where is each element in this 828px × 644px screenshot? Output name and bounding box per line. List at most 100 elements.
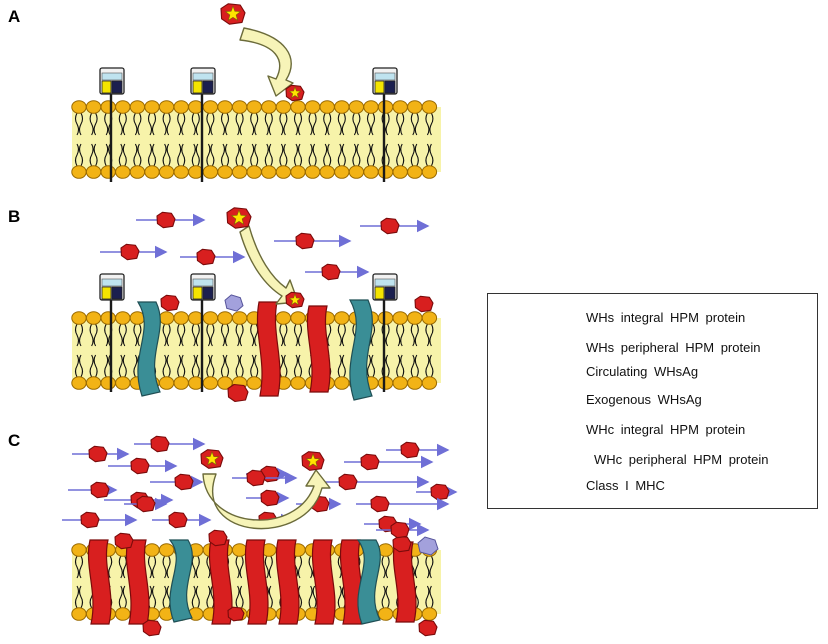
lipid-head	[71, 165, 87, 179]
lipid-tail	[177, 112, 186, 136]
lipid-tail	[425, 585, 434, 609]
lipid-tail	[147, 555, 157, 579]
mhc-alpha	[101, 286, 112, 300]
lipid-tail	[162, 354, 171, 378]
lipid-head	[173, 165, 189, 179]
lipid-head	[319, 165, 335, 179]
lipid-head	[100, 311, 116, 325]
lipid-head	[85, 311, 102, 325]
lipid-tail	[337, 323, 346, 347]
circulating-whsag	[72, 445, 130, 463]
lipid-head	[392, 100, 408, 114]
lipid-head	[231, 311, 248, 325]
lipid-head	[115, 165, 131, 179]
mhc-alpha	[101, 80, 112, 94]
legend-label-wh-integral: WHs integral HPM protein	[586, 310, 746, 325]
lipid-tail	[162, 112, 171, 136]
lipid-head	[377, 165, 394, 179]
mhc-groove	[374, 278, 396, 287]
whc-integral-protein	[168, 539, 193, 623]
lipid-head	[407, 165, 423, 179]
lipid-tail	[425, 354, 434, 378]
lipid-tail	[293, 354, 303, 378]
lipid-head	[115, 607, 131, 621]
lipid-head	[144, 165, 160, 179]
circulating-blob	[136, 495, 156, 513]
circulating-whsag	[360, 217, 430, 235]
exogenous-whsag	[226, 207, 252, 229]
lipid-head	[363, 100, 379, 114]
mhc-alpha	[374, 286, 385, 300]
circulating-whsag	[62, 511, 138, 529]
wh-peripheral-protein	[142, 619, 162, 637]
wh-peripheral-protein	[414, 295, 434, 313]
circulating-blob	[150, 435, 170, 453]
mhc-groove	[101, 72, 123, 81]
lipid-tail	[279, 323, 288, 347]
circulating-blob	[174, 473, 194, 491]
lipid-head	[144, 100, 160, 114]
lipid-head	[421, 100, 438, 114]
lipid-tail	[162, 323, 171, 347]
mhc-beta	[384, 286, 396, 300]
lipid-tail	[352, 143, 361, 167]
lipid-tail	[366, 112, 376, 136]
mhc-alpha	[192, 286, 203, 300]
whc-peripheral-protein	[417, 536, 439, 556]
wh-integral-protein	[275, 539, 300, 625]
lipid-head	[261, 100, 277, 114]
wh-peripheral-protein	[418, 619, 438, 637]
lipid-head	[115, 311, 131, 325]
lipid-head	[129, 165, 146, 179]
star-icon	[288, 86, 302, 99]
lipid-head	[275, 311, 292, 325]
legend-label-exogenous: Exogenous WHsAg	[586, 392, 702, 407]
lipid-head	[348, 100, 365, 114]
lipid-head	[115, 100, 131, 114]
lipid-tail	[118, 143, 127, 167]
lipid-head	[173, 100, 189, 114]
mhc-alpha	[374, 80, 385, 94]
lipid-head	[290, 376, 306, 390]
legend-label-whc-peripheral: WHc peripheral HPM protein	[594, 452, 769, 467]
lipid-tail	[235, 112, 244, 136]
lipid-tail	[410, 112, 419, 136]
lipid-tail	[293, 112, 303, 136]
lipid-tail	[381, 585, 390, 609]
circulating-blob	[390, 521, 410, 539]
mhc-beta	[384, 80, 396, 94]
lipid-tail	[279, 112, 288, 136]
circulating-whsag	[274, 232, 352, 250]
lipid-tail	[133, 112, 142, 136]
circulating-whsag	[246, 489, 290, 507]
wh-integral-protein	[208, 539, 233, 625]
lipid-head	[173, 376, 189, 390]
circulating-blob	[400, 441, 420, 459]
big-arrow-layer	[202, 27, 331, 530]
exogenous-whsag	[285, 84, 305, 102]
mhc-beta	[202, 286, 214, 300]
mhc-molecule	[99, 67, 125, 182]
lipid-tail	[323, 143, 332, 167]
whc-integral-protein	[136, 301, 161, 397]
lipid-tail	[206, 143, 215, 167]
lipid-tail	[264, 112, 273, 136]
lipid-tail	[235, 323, 244, 347]
lipid-tail	[133, 323, 142, 347]
lipid-tail	[293, 143, 303, 167]
whc-peripheral-protein	[224, 294, 244, 312]
lipid-tail	[191, 112, 200, 136]
lipid-tail	[337, 112, 346, 136]
lipid-head	[363, 165, 379, 179]
circulating-blob	[80, 511, 100, 529]
lipid-head	[246, 376, 262, 390]
mhc-beta	[202, 80, 214, 94]
mhc-beta	[111, 286, 123, 300]
circulating-blob	[168, 511, 188, 529]
wh-peripheral-protein	[227, 606, 245, 622]
lipid-tail	[177, 143, 186, 167]
circulating-blob	[90, 481, 110, 499]
lipid-tail	[74, 143, 84, 167]
lipid-head	[334, 100, 350, 114]
lipid-tail	[235, 555, 244, 579]
